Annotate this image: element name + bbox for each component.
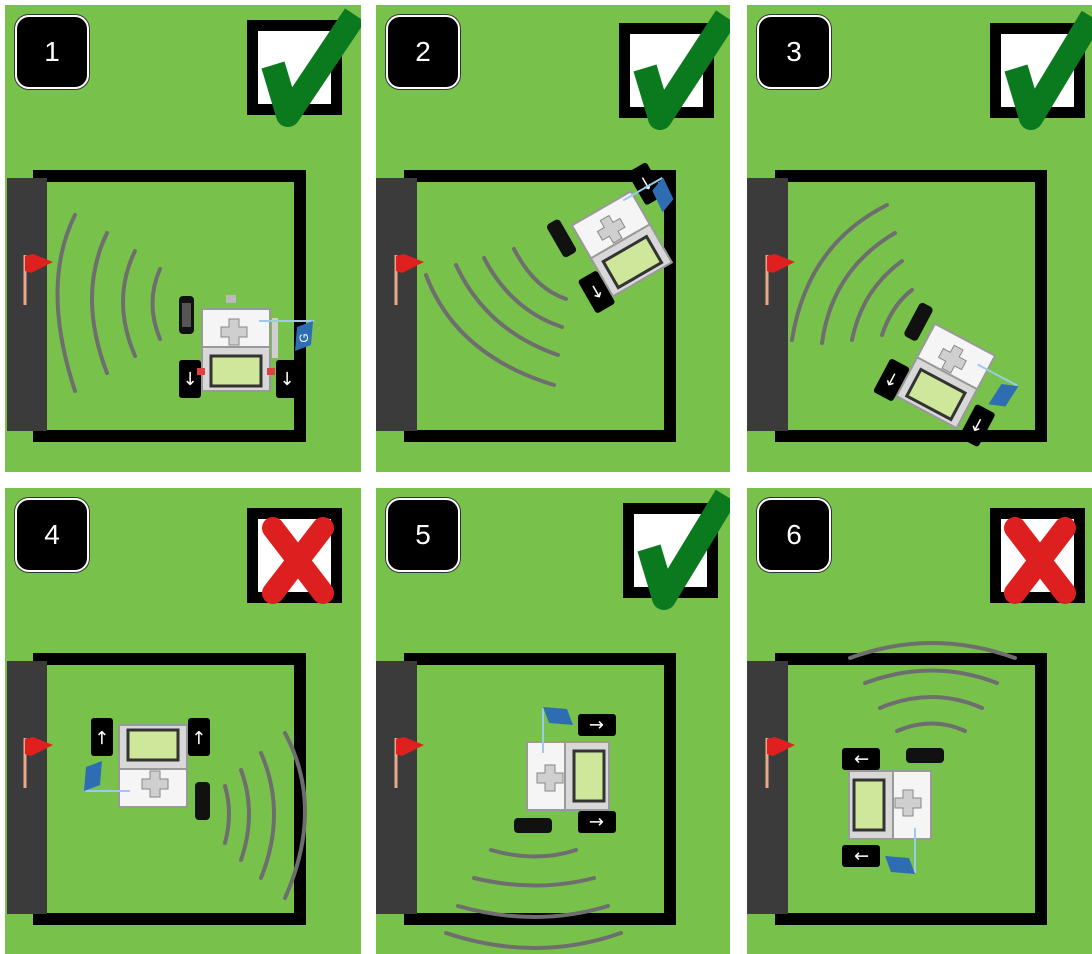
svg-text:↓: ↓ bbox=[587, 717, 608, 732]
robot: ↓ ↓ G bbox=[179, 295, 314, 398]
svg-text:↓: ↓ bbox=[279, 369, 294, 390]
sound-waves bbox=[446, 850, 621, 948]
robot-flag-letter: G bbox=[297, 333, 311, 342]
sound-waves bbox=[58, 215, 161, 391]
sound-waves bbox=[792, 205, 912, 343]
robot: ↓ ↓ bbox=[842, 748, 944, 874]
panel-3: 3 ↓ ↓ bbox=[747, 5, 1092, 472]
svg-text:↓: ↓ bbox=[850, 751, 871, 766]
arena-border bbox=[39, 176, 300, 436]
panel-1: 1 bbox=[5, 5, 361, 472]
svg-text:↓: ↓ bbox=[587, 814, 608, 829]
robot: ↓ ↓ bbox=[84, 718, 210, 820]
panel-6: 6 ↓ ↓ bbox=[747, 488, 1092, 954]
sound-waves bbox=[426, 249, 566, 385]
robot: ↓ ↓ bbox=[514, 707, 616, 833]
wall bbox=[7, 178, 47, 431]
wall bbox=[7, 661, 47, 914]
svg-text:↓: ↓ bbox=[182, 369, 197, 390]
panel-5: 5 ↓ ↓ bbox=[376, 488, 730, 954]
svg-text:↓: ↓ bbox=[850, 848, 871, 863]
panel-2: 2 ↓ ↓ bbox=[376, 5, 730, 472]
robot: ↓ ↓ bbox=[873, 302, 1032, 451]
panel-4: 4 ↓ ↓ bbox=[5, 488, 361, 954]
svg-text:↓: ↓ bbox=[94, 726, 109, 747]
svg-text:↓: ↓ bbox=[191, 726, 206, 747]
sound-waves bbox=[225, 733, 305, 898]
